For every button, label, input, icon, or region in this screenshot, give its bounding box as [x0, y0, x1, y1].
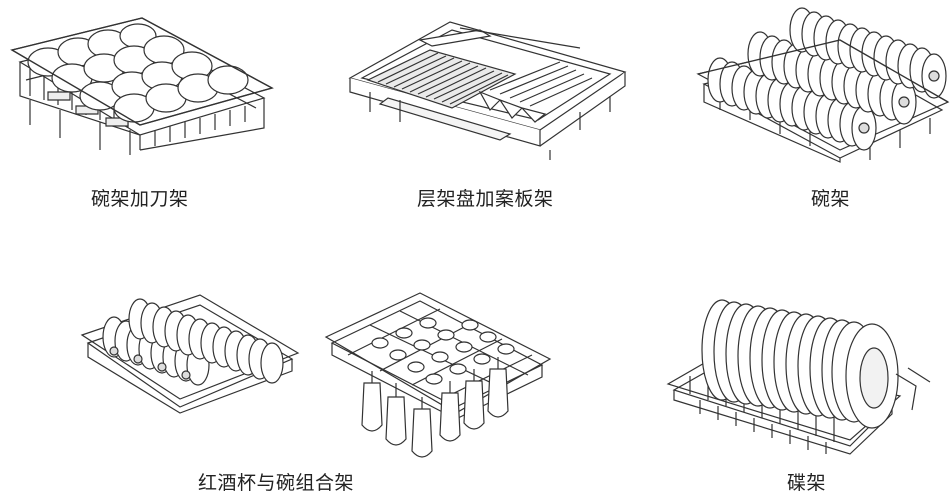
bowl-knife-rack-panel	[0, 0, 300, 170]
bowl-rack-panel	[690, 0, 952, 170]
caption-bowl-rack: 碗架	[811, 188, 851, 210]
wine-bowl-combo-panel	[80, 285, 560, 465]
caption-bowl-knife-rack: 碗架加刀架	[91, 188, 189, 210]
tray-board-rack-illustration	[340, 0, 630, 170]
wine-bowl-combo-illustration	[80, 285, 560, 465]
caption-tray-board-rack: 层架盘加案板架	[417, 188, 554, 210]
bowl-rack-illustration	[690, 0, 952, 170]
tray-board-rack-panel	[340, 0, 630, 170]
caption-wine-bowl-combo: 红酒杯与碗组合架	[198, 472, 355, 494]
bowl-knife-rack-illustration	[0, 0, 300, 170]
plate-rack-illustration	[660, 290, 952, 460]
caption-plate-rack: 碟架	[787, 472, 827, 494]
plate-rack-panel	[660, 290, 952, 460]
